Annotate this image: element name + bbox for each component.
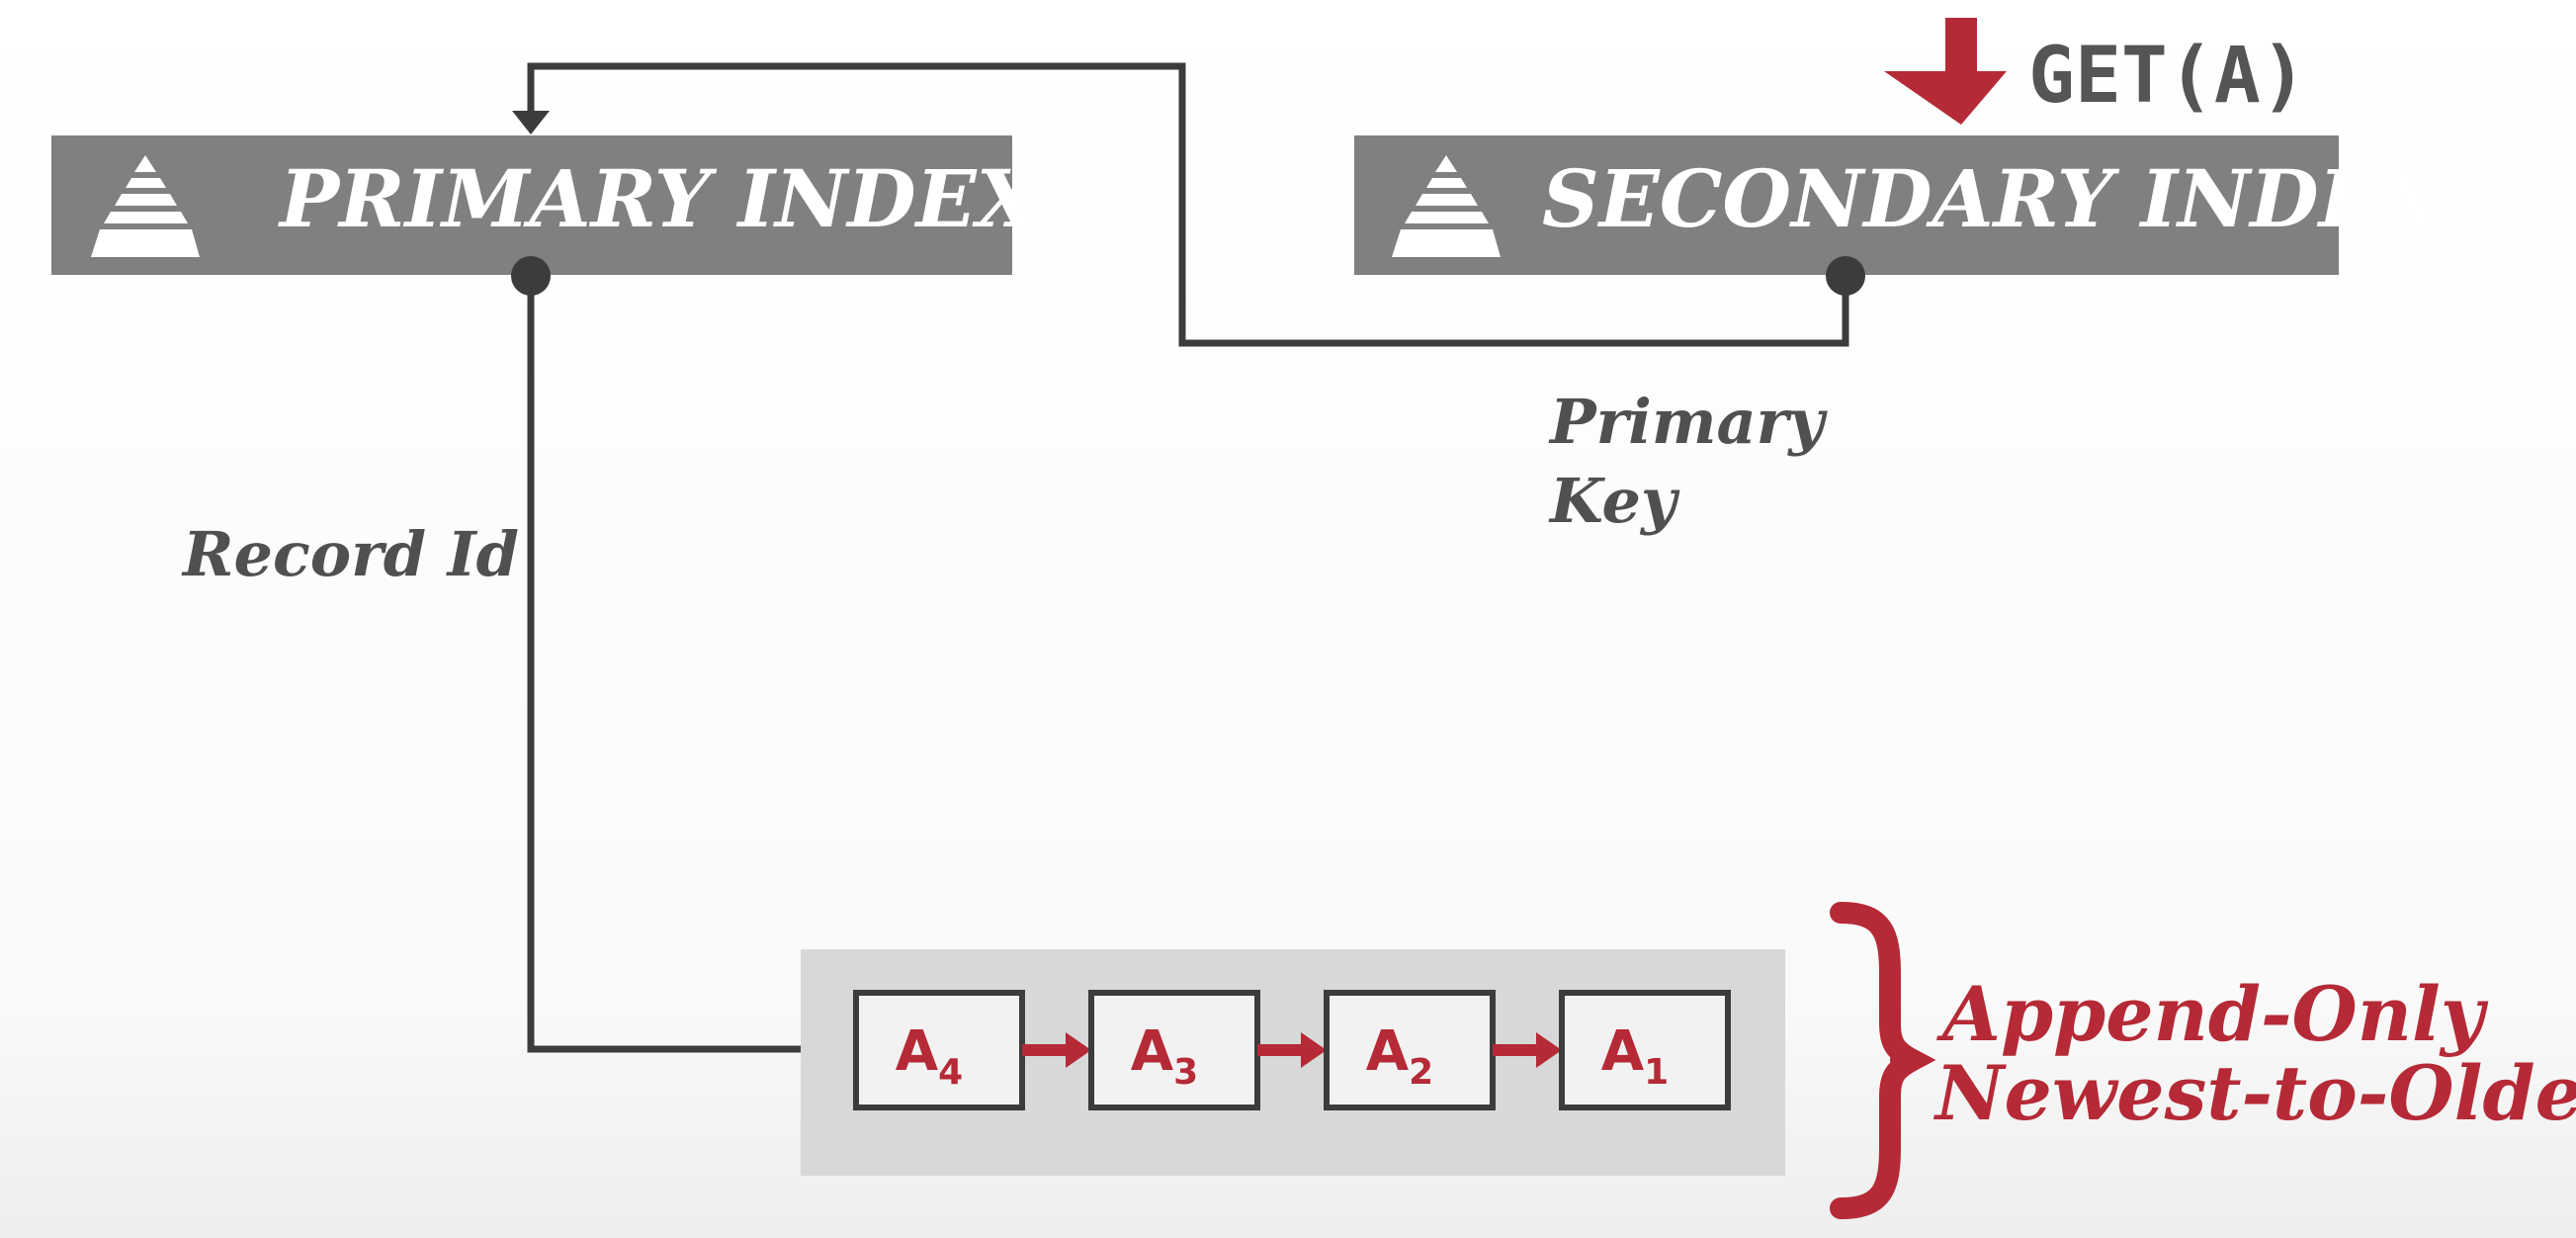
primary-key-pointer bbox=[527, 62, 1849, 347]
version-chain: A4 A3 A2 A1 bbox=[853, 990, 1731, 1110]
record-id-pointer bbox=[527, 275, 832, 1053]
version-box: A4 bbox=[853, 990, 1025, 1110]
primary-key-line bbox=[527, 62, 1849, 347]
version-box: A1 bbox=[1559, 990, 1731, 1110]
arrow-head-icon bbox=[512, 111, 550, 134]
chain-arrow-icon bbox=[1301, 1032, 1327, 1068]
version-box-frame bbox=[1324, 990, 1496, 1110]
get-operation: GET(A) bbox=[1884, 18, 2307, 125]
primary-key-label-line1: Primary bbox=[1548, 386, 1828, 458]
version-box: A2 bbox=[1324, 990, 1496, 1110]
chain-arrow-icon bbox=[1066, 1032, 1091, 1068]
tree-index-icon bbox=[1392, 155, 1501, 257]
version-subscript: 2 bbox=[1409, 1052, 1433, 1093]
record-id-line bbox=[527, 275, 832, 1053]
secondary-index: SECONDARY INDEX bbox=[1354, 135, 2444, 275]
annotation-line2: Newest-to-Oldest bbox=[1933, 1049, 2576, 1137]
down-arrow-icon bbox=[1884, 18, 2007, 125]
secondary-index-bar bbox=[1354, 135, 2339, 275]
tree-index-icon bbox=[91, 155, 200, 257]
primary-index: PRIMARY INDEX bbox=[51, 135, 1041, 275]
chain-arrow-shaft bbox=[1493, 1044, 1540, 1056]
primary-index-bar bbox=[51, 135, 1012, 275]
annotation-line1: Append-Only bbox=[1936, 970, 2489, 1058]
version-subscript: 1 bbox=[1644, 1052, 1669, 1093]
secondary-index-label: SECONDARY INDEX bbox=[1542, 152, 2444, 245]
pointer-dot-icon bbox=[511, 256, 551, 296]
record-id-label: Record Id bbox=[181, 518, 519, 590]
brace-tip-icon bbox=[1890, 1047, 1916, 1073]
primary-index-label: PRIMARY INDEX bbox=[278, 152, 1041, 245]
version-box-frame bbox=[1559, 990, 1731, 1110]
chain-arrow-shaft bbox=[1257, 1044, 1305, 1056]
version-subscript: 4 bbox=[938, 1052, 963, 1093]
chain-arrow-icon bbox=[1536, 1032, 1562, 1068]
version-box-frame bbox=[853, 990, 1025, 1110]
primary-key-label-line2: Key bbox=[1548, 465, 1680, 537]
get-operation-label: GET(A) bbox=[2028, 32, 2307, 121]
pointer-dot-icon bbox=[1826, 256, 1865, 296]
chain-arrow-shaft bbox=[1022, 1044, 1070, 1056]
version-box: A3 bbox=[1088, 990, 1260, 1110]
version-subscript: 3 bbox=[1173, 1052, 1198, 1093]
